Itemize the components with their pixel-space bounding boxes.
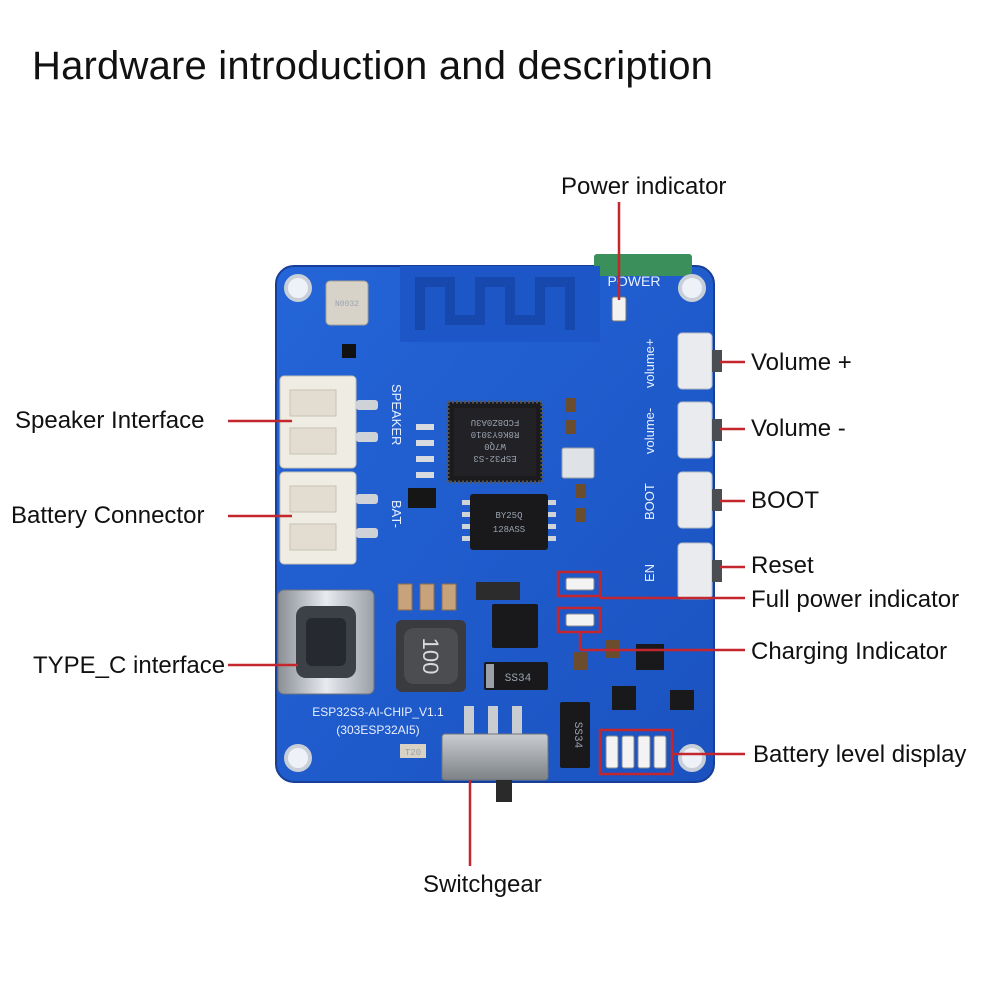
mem-text-2: 128ASS bbox=[493, 525, 525, 535]
mic-text: N0032 bbox=[335, 300, 359, 309]
label-boot: BOOT bbox=[751, 487, 820, 514]
silk-power: POWER bbox=[608, 273, 661, 289]
label-type-c-interface: TYPE_C interface bbox=[33, 652, 226, 679]
callout-lines bbox=[228, 202, 745, 866]
chip-text-2: W7Q0 bbox=[484, 441, 506, 451]
label-volume-plus: Volume + bbox=[751, 349, 852, 376]
charger-ic bbox=[492, 604, 538, 648]
crystal bbox=[561, 447, 595, 479]
label-reset: Reset bbox=[751, 552, 814, 579]
boot-button bbox=[677, 471, 722, 529]
slide-switch bbox=[441, 706, 549, 802]
small-caps-1 bbox=[566, 398, 586, 522]
silk-volume-minus: volume- bbox=[642, 408, 657, 454]
silk-bat: BAT- bbox=[389, 500, 404, 528]
t20-chip bbox=[400, 744, 426, 758]
silk-boot: BOOT bbox=[642, 483, 657, 520]
power-led bbox=[611, 296, 627, 322]
label-full-power-indicator: Full power indicator bbox=[751, 586, 960, 613]
transistor bbox=[408, 488, 436, 508]
label-speaker-interface: Speaker Interface bbox=[15, 407, 205, 434]
silk-board-name: ESP32S3-AI-CHIP_V1.1 bbox=[312, 705, 444, 719]
volume-plus-button bbox=[677, 332, 722, 390]
label-power-indicator: Power indicator bbox=[561, 173, 727, 200]
battery-level-leds bbox=[605, 735, 667, 769]
pin-rows bbox=[416, 424, 434, 478]
flash-memory-chip: BY25Q 128ASS bbox=[462, 494, 556, 550]
diode-text-2: SS34 bbox=[571, 722, 583, 749]
reset-button bbox=[677, 542, 722, 600]
chip-text-1: ESP32-S3 bbox=[473, 453, 516, 463]
silk-en: EN bbox=[642, 564, 657, 582]
page-title: Hardware introduction and description bbox=[32, 44, 714, 88]
label-battery-level-display: Battery level display bbox=[753, 741, 967, 768]
mem-text-1: BY25Q bbox=[495, 511, 522, 521]
small-ic-1 bbox=[342, 344, 356, 358]
antenna-trace bbox=[400, 266, 600, 342]
silk-volume-plus: volume+ bbox=[642, 339, 657, 389]
esp32-s3-chip: ESP32-S3 W7Q0 R8K6Y3010 FCD8Z0A3U bbox=[446, 400, 544, 484]
inductor-text: 100 bbox=[418, 638, 443, 675]
diode-ss34-vertical: SS34 bbox=[560, 702, 590, 768]
chip-text-4: FCD8Z0A3U bbox=[471, 417, 520, 427]
battery-level-box bbox=[598, 728, 674, 776]
inductor: 100 bbox=[396, 620, 466, 692]
usb-c-connector bbox=[277, 589, 375, 695]
cap-black bbox=[476, 582, 520, 600]
silk-speaker: SPEAKER bbox=[389, 384, 404, 445]
speaker-connector bbox=[279, 375, 378, 469]
charging-led bbox=[565, 613, 595, 627]
mounting-holes bbox=[284, 274, 706, 772]
diode-ss34: SS34 bbox=[484, 662, 548, 690]
label-battery-connector: Battery Connector bbox=[11, 502, 205, 529]
volume-minus-button bbox=[677, 401, 722, 459]
battery-connector bbox=[279, 471, 378, 565]
label-charging-indicator: Charging Indicator bbox=[751, 638, 948, 665]
label-volume-minus: Volume - bbox=[751, 415, 846, 442]
silk-board-code: (303ESP32AI5) bbox=[336, 723, 419, 737]
t20-text: T20 bbox=[405, 748, 421, 758]
full-power-box bbox=[556, 570, 602, 598]
full-power-led bbox=[565, 577, 595, 591]
chip-text-3: R8K6Y3010 bbox=[471, 429, 520, 439]
diode-text: SS34 bbox=[505, 673, 532, 685]
microphone bbox=[325, 280, 369, 326]
label-switchgear: Switchgear bbox=[423, 871, 542, 898]
capacitors bbox=[397, 583, 457, 611]
